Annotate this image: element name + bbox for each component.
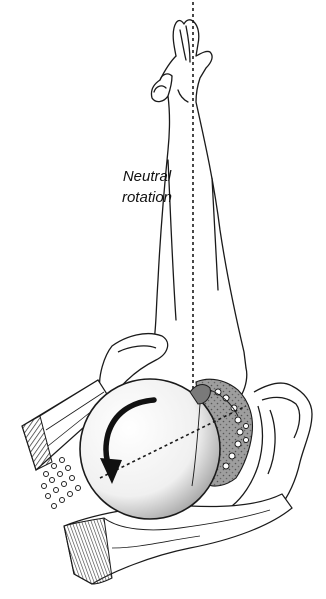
neutral-rotation-label: Neutral rotation [104, 166, 190, 208]
caption-line-1: Neutral [104, 166, 190, 187]
caption-line-2: rotation [104, 187, 190, 208]
dotted-tissue-left [42, 458, 81, 509]
